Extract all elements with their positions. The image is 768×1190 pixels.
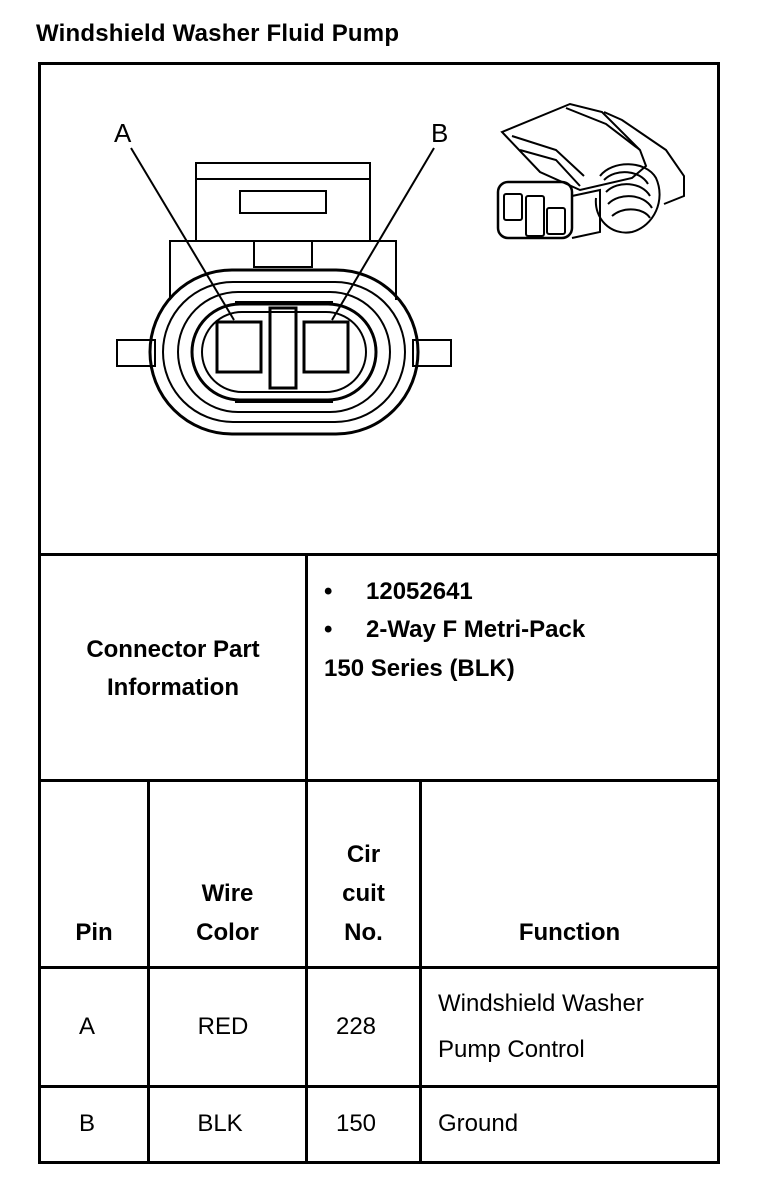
pin-label-b: B: [431, 118, 449, 148]
connector-3d-illustration: [496, 102, 685, 240]
divider-col-3: [419, 779, 422, 1164]
header-circuit-line3: No.: [344, 919, 383, 946]
row-a-wire-color: RED: [197, 1013, 249, 1040]
connector-series: 150 Series (BLK): [324, 655, 515, 682]
pin-label-a: A: [114, 118, 132, 148]
divider-info: [38, 779, 720, 782]
row-b-circuit: 150: [335, 1110, 377, 1137]
bullet-glyph: •: [324, 578, 333, 605]
row-b-wire-color: BLK: [197, 1110, 243, 1137]
row-b-pin: B: [78, 1110, 95, 1137]
row-a-function-line2: Pump Control: [438, 1036, 585, 1063]
connector-face-diagram: [116, 102, 685, 436]
row-a-circuit: 228: [335, 1013, 377, 1040]
divider-row-a: [38, 1085, 720, 1088]
part-number-bullet: • 12052641: [324, 578, 473, 606]
connector-info-label-line2: Information: [107, 674, 239, 701]
divider-diagram: [38, 553, 720, 556]
row-b-function: Ground: [438, 1110, 519, 1137]
row-a-pin: A: [78, 1013, 95, 1040]
connector-table-frame: [38, 62, 720, 1164]
connector-type: 2-Way F Metri-Pack: [366, 616, 586, 643]
divider-col-1: [147, 779, 150, 1164]
part-number: 12052641: [366, 578, 473, 605]
row-a-function-line1: Windshield Washer: [438, 990, 644, 1017]
header-wire-color-line2: Color: [196, 919, 259, 946]
header-circuit-line1: Cir: [346, 841, 381, 868]
header-function: Function: [518, 919, 621, 946]
connector-info-label-line1: Connector Part: [86, 636, 260, 663]
header-circuit-line2: cuit: [342, 880, 385, 907]
divider-header: [38, 966, 720, 969]
header-wire-color-line1: Wire: [201, 880, 254, 907]
divider-col-2: [305, 553, 308, 1164]
page-title: Windshield Washer Fluid Pump: [36, 20, 400, 47]
connector-type-bullet: • 2-Way F Metri-Pack: [324, 616, 585, 644]
header-pin: Pin: [75, 919, 113, 946]
bullet-glyph: •: [324, 616, 333, 643]
